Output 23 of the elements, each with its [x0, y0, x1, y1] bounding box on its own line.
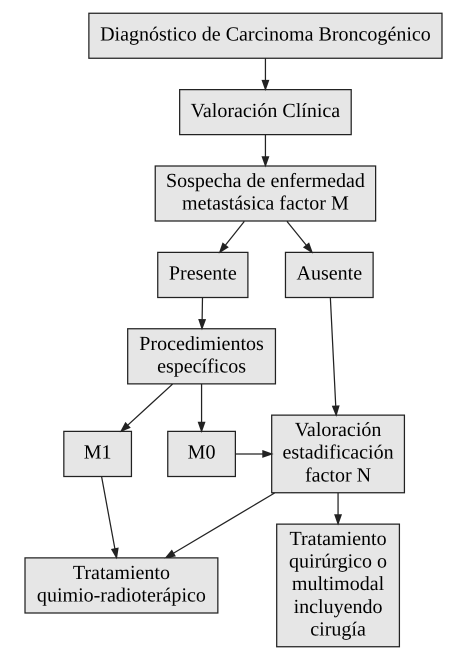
node-box: Sospecha de enfermedad metastásica factor M	[154, 165, 376, 222]
arrow	[164, 492, 275, 559]
arrow	[334, 492, 342, 526]
arrow	[260, 58, 269, 92]
arrow	[198, 298, 206, 330]
node-box: M1	[62, 430, 132, 478]
node-box: Presente	[156, 252, 248, 298]
node-box: Tratamiento quimio-radioterápico	[24, 557, 218, 614]
arrow	[235, 450, 274, 458]
arrow	[100, 476, 118, 560]
arrow	[218, 221, 244, 254]
arrow	[329, 297, 340, 417]
node-box: Diagnóstico de Carcinoma Broncogénico	[88, 12, 442, 59]
node-box: Ausente	[284, 252, 374, 298]
node-box: Valoración Clínica	[178, 88, 352, 136]
node-box: Valoración estadificación factor N	[270, 414, 405, 494]
node-box: Procedimientos específicos	[126, 328, 276, 384]
arrow	[286, 221, 313, 254]
arrow	[197, 384, 206, 434]
node-box: M0	[166, 430, 236, 478]
arrow	[260, 134, 269, 168]
node-box: Tratamiento quirúrgico o multimodal incluyendo cirugía	[276, 523, 400, 648]
arrow	[119, 384, 173, 432]
